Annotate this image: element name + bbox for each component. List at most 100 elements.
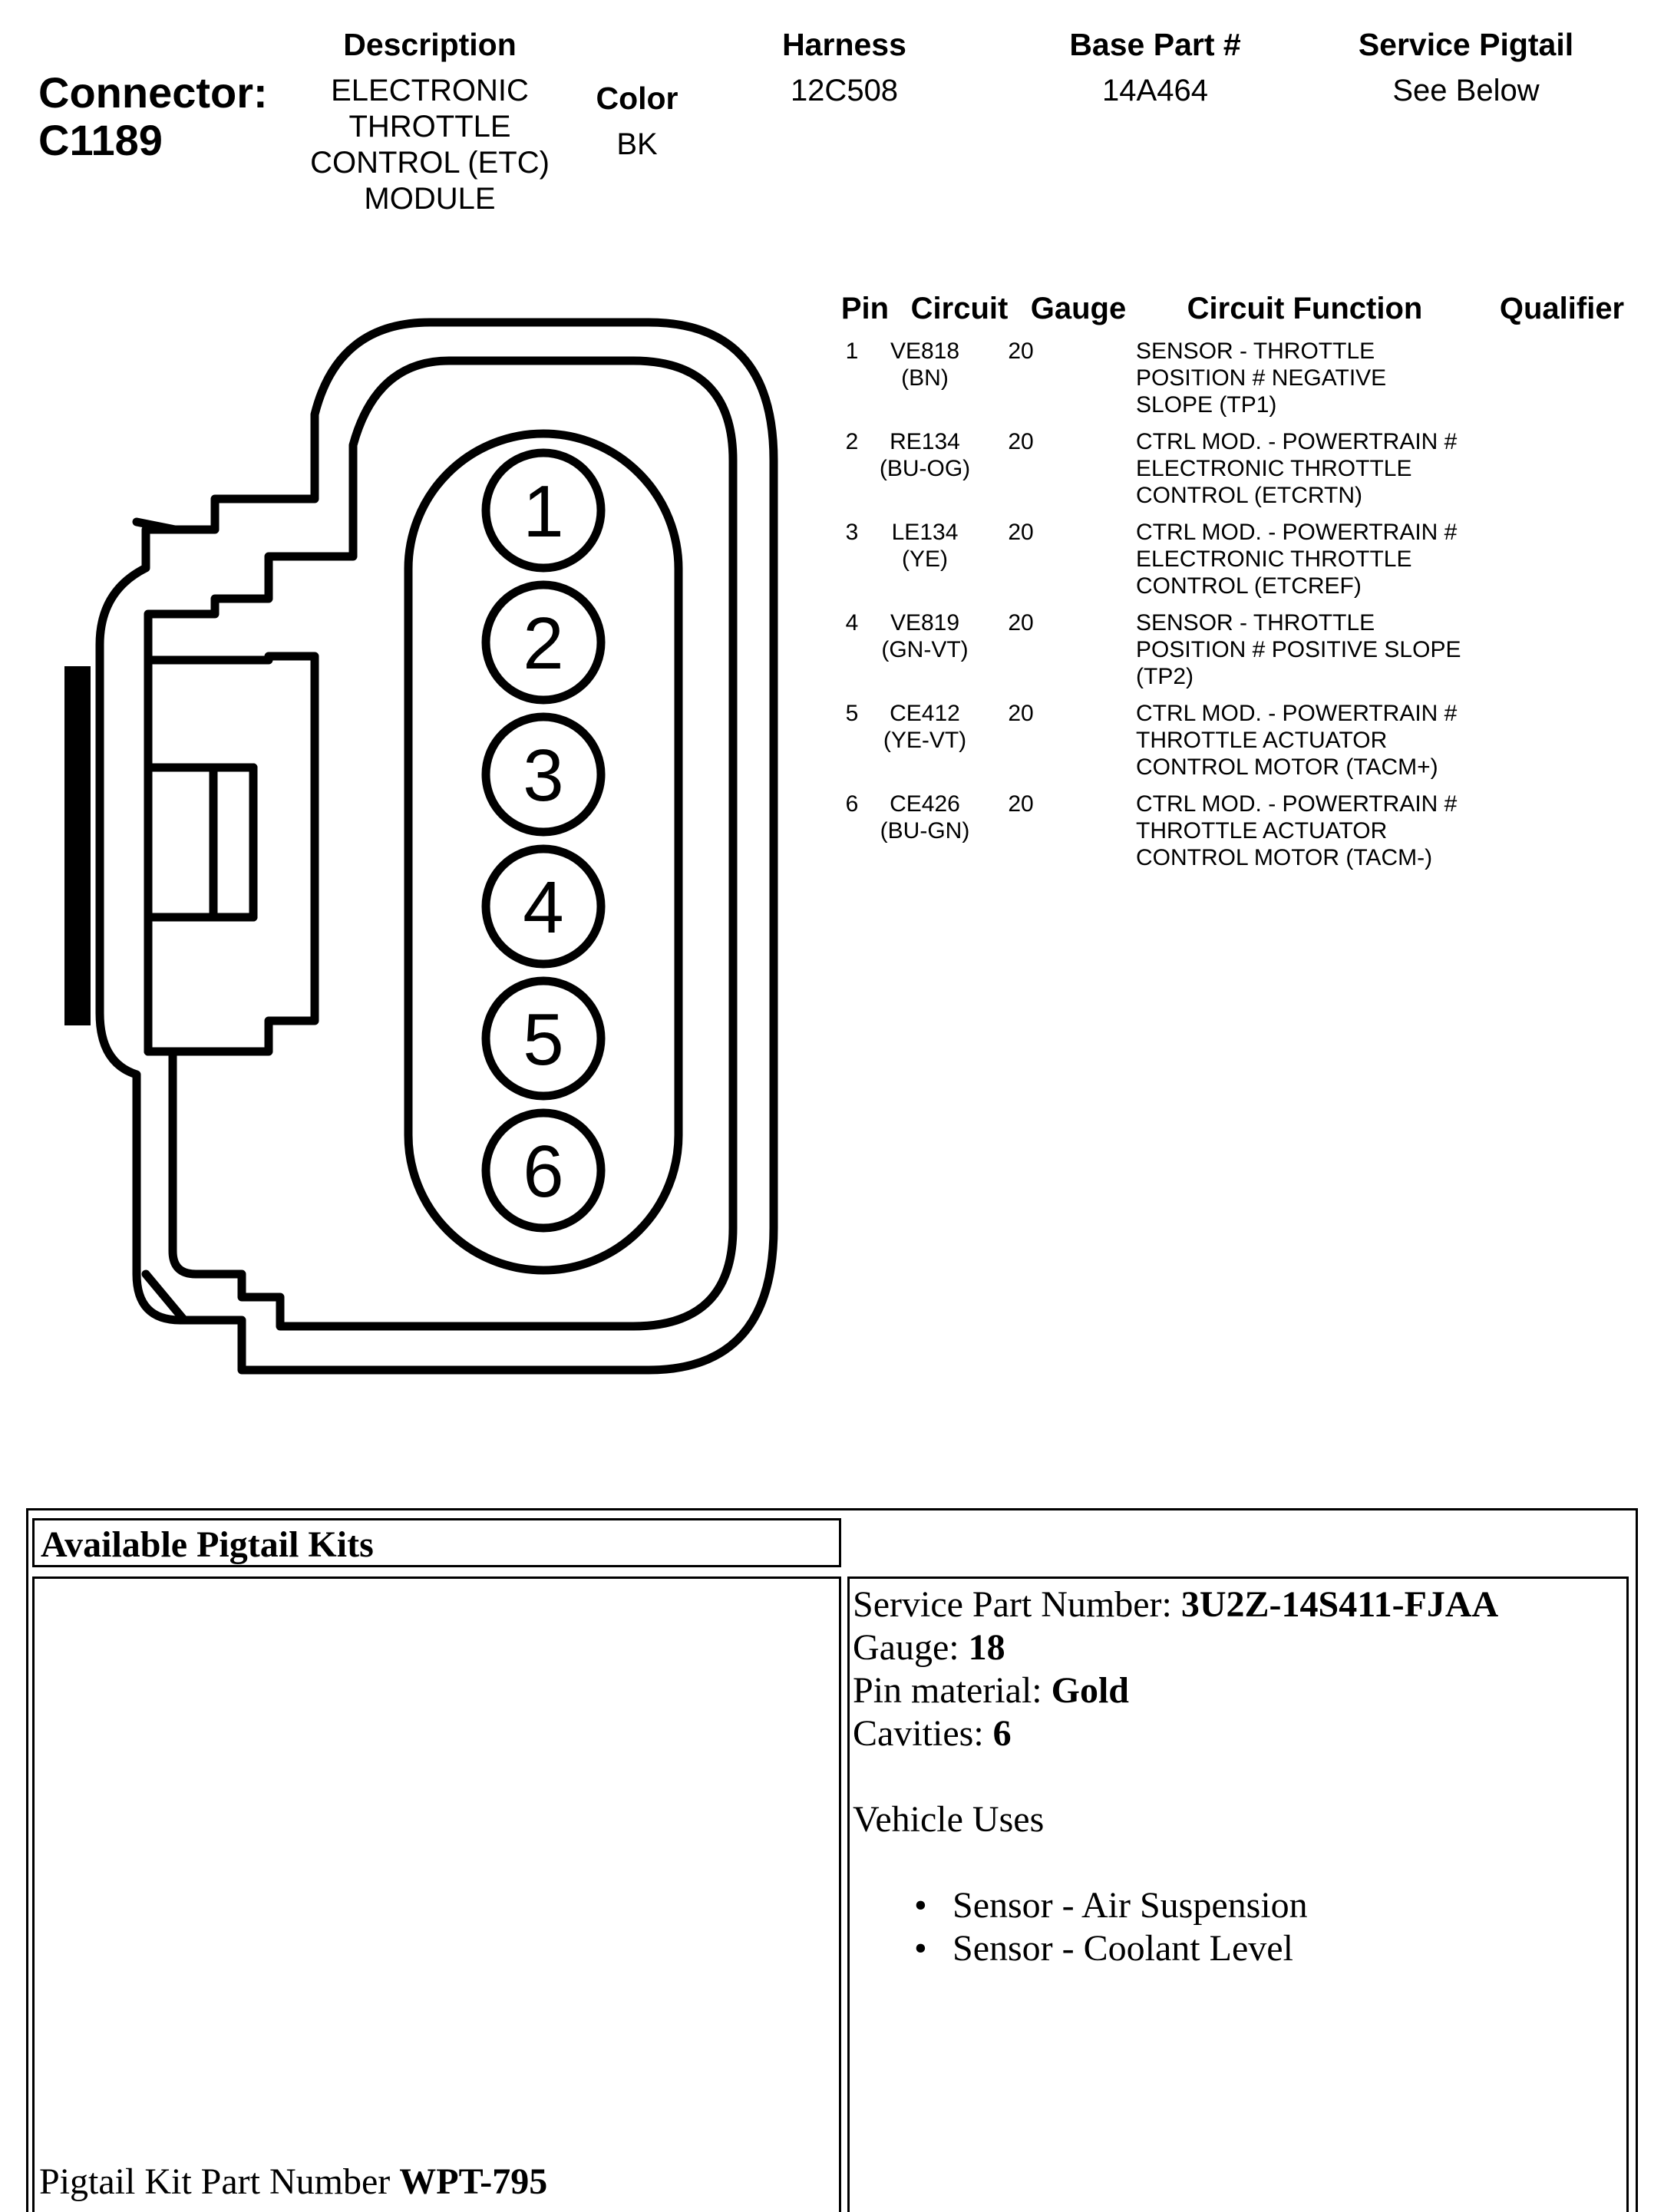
circuit-cell: RE134(BU-OG) (875, 428, 975, 482)
pin-number: 2 (845, 429, 859, 454)
color-header: Color (596, 81, 678, 116)
list-item: Sensor - Air Suspension (914, 1884, 1620, 1927)
connector-id: C1189 (38, 116, 163, 164)
circuit-id: VE818 (890, 338, 960, 364)
pin-material-line: Pin material: Gold (853, 1669, 1620, 1712)
wire-color: (BN) (901, 365, 949, 391)
pin-row: 6 CE426(BU-GN) 20 CTRL MOD. - POWERTRAIN… (829, 791, 1643, 881)
pin-circle (481, 580, 606, 705)
circuit-cell: VE818(BN) (875, 338, 975, 391)
pin-circle (481, 712, 606, 837)
circuit-cell: VE819(GN-VT) (875, 609, 975, 663)
cavities-value: 6 (992, 1713, 1012, 1754)
pin-circle (481, 844, 606, 969)
gauge-label: Gauge: (853, 1627, 959, 1668)
harness-value: 12C508 (790, 74, 899, 107)
kit-part-value: WPT-795 (399, 2161, 548, 2202)
pigtail-image-cell: Pigtail Kit Part Number WPT-795 (32, 1576, 841, 2212)
pigtail-details-cell: Service Part Number: 3U2Z-14S411-FJAA Ga… (847, 1576, 1629, 2212)
circuit-id: CE412 (890, 701, 960, 726)
vehicle-uses-list: Sensor - Air Suspension Sensor - Coolant… (914, 1884, 1620, 1970)
connector-title: Connector: C1189 (38, 69, 268, 164)
wire-color: (BU-OG) (879, 456, 971, 481)
gauge-line: Gauge: 18 (853, 1626, 1620, 1669)
circuit-id: CE426 (890, 791, 960, 817)
side-rail (64, 666, 91, 1025)
function-cell: CTRL MOD. - POWERTRAIN # THROTTLE ACTUAT… (1136, 701, 1458, 780)
service-pigtail-header: Service Pigtail (1358, 27, 1574, 62)
function-cell: SENSOR - THROTTLE POSITION # NEGATIVE SL… (1136, 338, 1387, 418)
pin-circle (481, 976, 606, 1101)
pin-number: 4 (845, 610, 859, 636)
function-cell: CTRL MOD. - POWERTRAIN # ELECTRONIC THRO… (1136, 520, 1458, 599)
housing-inner (144, 356, 738, 1331)
gauge-cell: 20 (1008, 791, 1034, 817)
pigtail-title-cell: Available Pigtail Kits (32, 1518, 841, 1567)
connector-face-drawing: 1 2 3 4 5 6 (64, 318, 778, 1375)
pin-circle-label: 5 (523, 999, 563, 1081)
service-part-value: 3U2Z-14S411-FJAA (1180, 1584, 1499, 1625)
pin-row: 5 CE412(YE-VT) 20 CTRL MOD. - POWERTRAIN… (829, 700, 1643, 791)
pigtail-section (26, 1508, 1638, 2212)
kit-part-label: Pigtail Kit Part Number (39, 2161, 391, 2202)
pin-number: 6 (845, 791, 859, 817)
service-pigtail-value: See Below (1392, 74, 1540, 107)
base-part-header: Base Part # (1069, 27, 1241, 62)
harness-header: Harness (782, 27, 906, 62)
wire-color: (GN-VT) (881, 637, 969, 662)
service-part-line: Service Part Number: 3U2Z-14S411-FJAA (853, 1583, 1620, 1626)
gauge-cell: 20 (1008, 701, 1034, 726)
pin-circle (481, 448, 606, 573)
circuit-id: LE134 (891, 520, 959, 545)
pin-circle-label: 6 (523, 1131, 563, 1213)
pin-circle-label: 2 (523, 603, 563, 685)
pin-material-value: Gold (1051, 1670, 1129, 1711)
pin-row: 4 VE819(GN-VT) 20 SENSOR - THROTTLE POSI… (829, 609, 1643, 700)
service-part-label: Service Part Number: (853, 1584, 1172, 1625)
pin-cavity (404, 429, 683, 1275)
pigtail-title: Available Pigtail Kits (41, 1524, 374, 1565)
function-col-header: Circuit Function (1187, 292, 1423, 325)
gauge-cell: 20 (1008, 338, 1034, 364)
circuit-id: RE134 (890, 429, 960, 454)
function-cell: CTRL MOD. - POWERTRAIN # ELECTRONIC THRO… (1136, 429, 1458, 508)
qualifier-col-header: Qualifier (1499, 292, 1625, 325)
wire-color: (YE) (902, 546, 948, 572)
description-header: Description (343, 27, 517, 62)
gauge-cell: 20 (1008, 429, 1034, 454)
circuit-cell: CE426(BU-GN) (875, 791, 975, 844)
pin-circle-label: 4 (523, 867, 563, 949)
pin-row: 2 RE134(BU-OG) 20 CTRL MOD. - POWERTRAIN… (829, 428, 1643, 519)
cavities-label: Cavities: (853, 1713, 984, 1754)
gauge-cell: 20 (1008, 520, 1034, 545)
pin-number: 3 (845, 520, 859, 545)
gauge-cell: 20 (1008, 610, 1034, 636)
circuit-cell: CE412(YE-VT) (875, 700, 975, 754)
gauge-col-header: Gauge (1030, 292, 1127, 325)
pin-number: 5 (845, 701, 859, 726)
pin-circle (481, 1108, 606, 1233)
pin-number: 1 (845, 338, 859, 364)
pin-col-header: Pin (840, 292, 890, 325)
pin-circles: 1 2 3 4 5 6 (481, 448, 606, 1233)
function-cell: CTRL MOD. - POWERTRAIN # THROTTLE ACTUAT… (1136, 791, 1458, 870)
pin-material-label: Pin material: (853, 1670, 1042, 1711)
function-cell: SENSOR - THROTTLE POSITION # POSITIVE SL… (1136, 610, 1461, 689)
wire-color: (BU-GN) (880, 818, 970, 844)
pin-circle-label: 3 (523, 735, 563, 817)
gauge-value: 18 (968, 1627, 1005, 1668)
pigtail-details: Service Part Number: 3U2Z-14S411-FJAA Ga… (853, 1583, 1620, 1970)
circuit-col-header: Circuit (910, 292, 1009, 325)
connector-label: Connector: (38, 68, 268, 117)
housing-outer (95, 318, 778, 1375)
list-item: Sensor - Coolant Level (914, 1927, 1620, 1970)
description-value: ELECTRONIC THROTTLE CONTROL (ETC) MODULE (310, 74, 550, 216)
pigtail-kit-part-number: Pigtail Kit Part Number WPT-795 (39, 2161, 547, 2204)
wire-color: (YE-VT) (883, 728, 967, 753)
color-value: BK (616, 127, 658, 161)
circuit-cell: LE134(YE) (875, 519, 975, 573)
pin-circle-label: 1 (523, 470, 563, 553)
circuit-id: VE819 (890, 610, 960, 636)
base-part-value: 14A464 (1102, 74, 1208, 107)
latch-tab (132, 517, 189, 1325)
